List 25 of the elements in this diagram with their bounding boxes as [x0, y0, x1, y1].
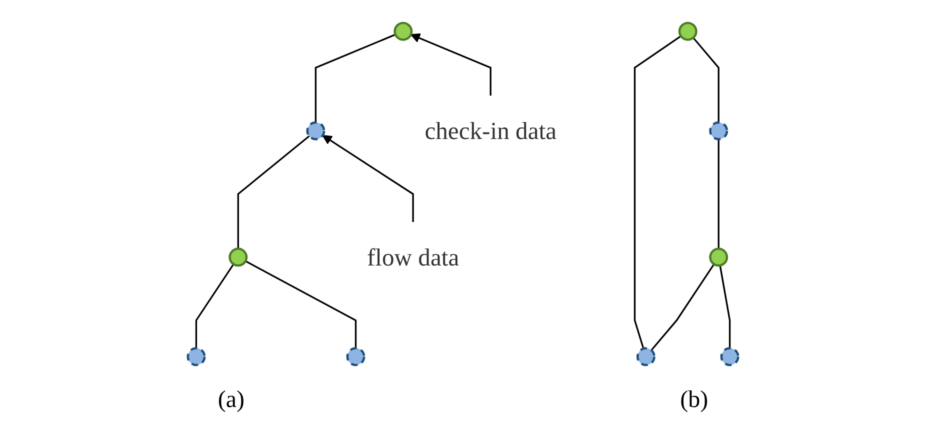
- arrow: [322, 134, 414, 222]
- node-circle: [346, 346, 366, 366]
- node-circle: [709, 247, 728, 266]
- node-circle: [306, 120, 326, 140]
- node-circle: [678, 21, 698, 40]
- connector: [692, 36, 720, 122]
- node-circle: [720, 346, 740, 366]
- connector: [314, 33, 396, 122]
- connector: [195, 263, 234, 348]
- panel-label: (a): [218, 387, 244, 414]
- connector: [650, 263, 715, 350]
- connector: [245, 260, 357, 348]
- connector: [634, 34, 682, 348]
- connector: [237, 134, 310, 248]
- arrow: [410, 32, 492, 96]
- node-text: check-in data: [424, 116, 556, 144]
- node-circle: [394, 21, 413, 40]
- connector: [718, 138, 720, 248]
- node-circle: [636, 346, 656, 366]
- panel-label: (b): [680, 387, 708, 414]
- node-circle: [709, 120, 728, 140]
- node-circle: [228, 247, 248, 266]
- node-text: flow data: [366, 242, 460, 271]
- connector: [719, 264, 731, 348]
- node-circle: [186, 346, 206, 366]
